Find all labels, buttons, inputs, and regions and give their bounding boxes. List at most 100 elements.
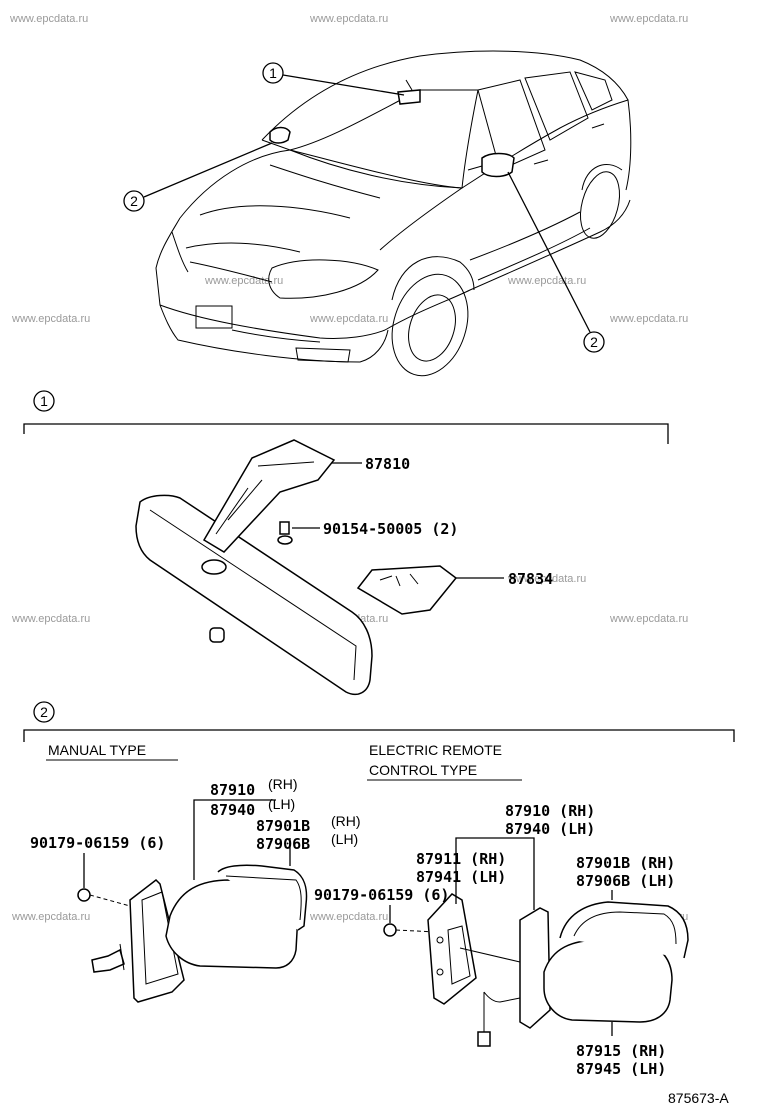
part-number-e-90179: 90179-06159 (6) [314,886,449,904]
inner-mirror-stay-detail [227,479,263,521]
inner-mirror-stay-detail [215,487,249,535]
watermark: www.epcdata.ru [609,13,688,25]
car-body-line [477,227,591,281]
car-illustration [155,50,632,377]
watermark: www.epcdata.ru [11,313,90,325]
car-door-mirror [481,152,515,178]
callout-circle [583,331,605,353]
watermark: www.epcdata.ru [507,573,586,585]
electric-type-label-line1: ELECTRIC REMOTE [369,742,502,758]
part-number-m-87906b: 87906B [256,835,310,853]
part-side-m-87940: (LH) [268,796,295,812]
part-number-e-87906b: 87906B (LH) [576,872,675,890]
manual-type-label: MANUAL TYPE [48,742,146,758]
part-number-e-87915: 87915 (RH) [576,1042,666,1060]
manual-screw [77,888,91,902]
watermark: www.epcdata.ru [309,13,388,25]
screw-90154-head [277,535,293,545]
figure-id: 875673-A [668,1090,729,1106]
watermark: www.epcdata.ru [507,275,586,287]
car-door-mirror-arm [467,165,483,171]
electric-mirror-base-inner [447,925,471,985]
inner-mirror-stay-detail [257,461,315,467]
car-door-handle [533,159,549,165]
watermark: www.epcdata.ru [609,313,688,325]
car-bumper-line [231,329,321,343]
manual-mirror-knob [91,948,125,973]
callout-leader [282,74,405,96]
part-number-e-87910: 87910 (RH) [505,802,595,820]
car-front-face [155,217,386,339]
manual-mirror-knob-line [119,943,125,971]
car-cowl [289,149,463,189]
leader-m-87910 [193,799,276,880]
mirror-cover-detail [379,573,419,587]
car-quarter-window [574,71,613,111]
callout-number: 1 [269,65,277,81]
callout-number: 2 [130,193,138,209]
car-hood [179,149,464,251]
car-body-line [469,211,581,261]
part-number-m-87940: 87940 [210,801,255,819]
electric-base-hole [436,936,444,944]
watermarks: www.epcdata.ru www.epcdata.ru www.epcdat… [9,13,688,923]
car-door-handle [591,123,605,129]
section-bracket [23,729,735,742]
part-number-87834: 87834 [508,570,553,588]
section-number-circle [33,701,55,723]
watermark: www.epcdata.ru [609,613,688,625]
electric-mirror-glass [559,901,689,959]
car-left-mirror [269,126,291,144]
car-front-wheel-arch [391,256,475,301]
part-number-e-87940: 87940 (LH) [505,820,595,838]
watermark: www.epcdata.ru [309,911,388,923]
section-inner-mirror: 1 87810 90154-50005 (2) 87834 [23,390,669,696]
electric-screw [383,923,397,937]
callout-circle [123,190,145,212]
car-inner-mirror-stem [405,79,413,91]
part-number-87810: 87810 [365,455,410,473]
section-number: 1 [40,393,48,409]
car-rear-wheel [580,171,620,239]
car-bumper [159,304,389,363]
car-rear-wheel-arch [581,164,623,191]
leader-e-87910 [455,837,535,910]
part-number-e-87941: 87941 (LH) [416,868,506,886]
electric-connector [477,1031,491,1047]
screw-90154 [279,521,290,535]
mirror-cover-87834 [356,565,458,615]
electric-mirror-glass-inner [573,911,677,945]
part-number-e-87901b: 87901B (RH) [576,854,675,872]
manual-mirror-glass-inner [225,875,302,921]
section-outer-mirror: 2 MANUAL TYPE ELECTRIC REMOTE CONTROL TY… [23,701,735,1078]
callout-number: 2 [590,334,598,350]
inner-mirror-glass-edge [149,509,357,681]
car-hood-line [269,164,381,199]
section-bracket [23,423,669,444]
inner-mirror-body [135,494,373,696]
part-side-m-87910: (RH) [268,776,298,792]
car-grille [189,261,273,283]
part-number-e-87945: 87945 (LH) [576,1060,666,1078]
manual-mirror-base [129,879,185,1003]
car-foglamp [295,347,351,363]
car-callouts: 1 2 2 [123,62,605,353]
car-headlamp [268,259,379,299]
car-hood-line [199,205,351,219]
part-number-m-90179: 90179-06159 (6) [30,834,165,852]
car-front-wheel [391,273,469,377]
inner-mirror-switch [209,627,225,643]
callout-circle [262,62,284,84]
watermark: www.epcdata.ru [11,911,90,923]
car-headlamp [171,231,189,273]
part-number-m-87901b: 87901B [256,817,310,835]
part-side-m-87901b: (RH) [331,813,361,829]
part-number-e-87911: 87911 (RH) [416,850,506,868]
part-number-90154: 90154-50005 (2) [323,520,458,538]
car-front-window [477,79,546,171]
car-grille [185,242,301,253]
watermark: www.epcdata.ru [204,275,283,287]
inner-mirror-stay [202,439,336,553]
car-side-upper [461,99,632,191]
